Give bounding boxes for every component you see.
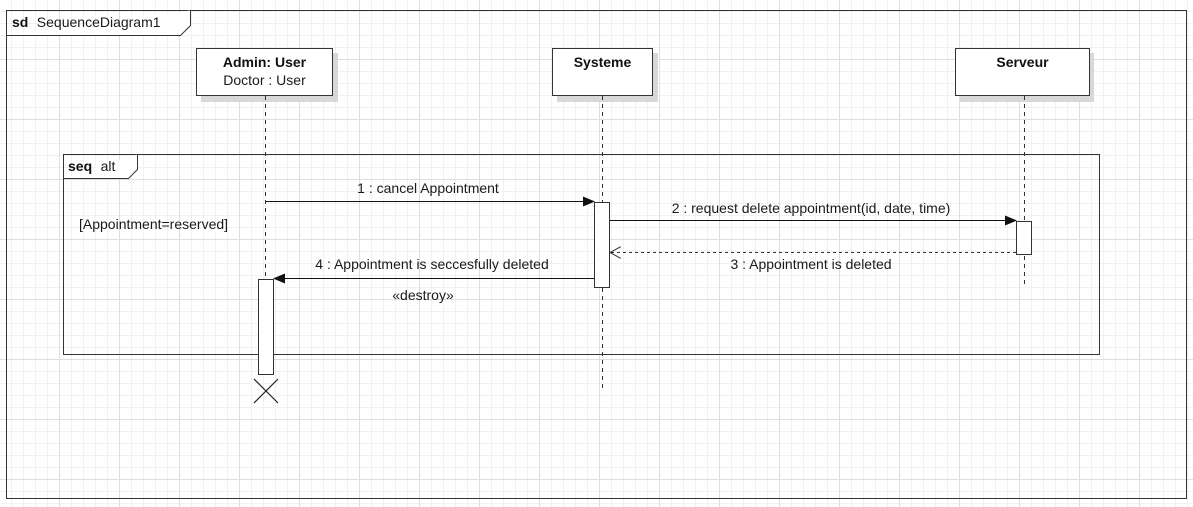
combined-fragment-alt[interactable]: seq alt [Appointment=reserved] [63,154,1100,355]
message-3-label: 3 : Appointment is deleted [730,256,891,272]
message-4[interactable]: 4 : Appointment is seccesfully deleted «… [273,256,594,303]
activation-systeme [594,202,610,288]
lifeline-admin-alias: Doctor : User [223,72,306,88]
activation-serveur [1016,221,1032,255]
sd-frame-title: sd SequenceDiagram1 [12,14,161,31]
destroy-stereotype: «destroy» [392,287,454,303]
fragment-title: seq alt [68,158,115,175]
sd-frame: sd SequenceDiagram1 [6,10,1187,499]
message-2[interactable]: 2 : request delete appointment(id, date,… [610,200,1017,226]
message-3[interactable]: 3 : Appointment is deleted [610,253,1016,273]
message-1-label: 1 : cancel Appointment [357,180,499,196]
lifeline-systeme[interactable]: Systeme [552,48,659,103]
lifeline-serveur[interactable]: Serveur [955,48,1095,103]
fragment-guard: [Appointment=reserved] [79,216,228,232]
activation-admin [258,279,274,375]
lifeline-admin-name: Admin: User [223,54,307,70]
message-4-label: 4 : Appointment is seccesfully deleted [315,256,548,272]
lifeline-serveur-name: Serveur [996,54,1049,70]
lifeline-systeme-name: Systeme [574,54,632,70]
message-2-label: 2 : request delete appointment(id, date,… [672,200,951,216]
destroy-x-icon [253,378,279,404]
lifeline-admin[interactable]: Admin: User Doctor : User [196,48,339,103]
message-1[interactable]: 1 : cancel Appointment [266,180,595,207]
